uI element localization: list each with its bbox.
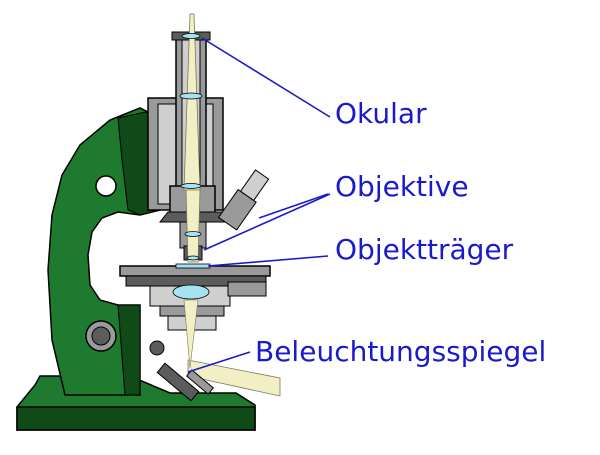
label-beleuchtungsspiegel: Beleuchtungsspiegel [255,335,547,368]
leader-beleuchtungsspiegel [187,351,251,373]
label-okular: Okular [335,97,427,130]
leader-okular [201,37,331,118]
leader-objekttraeger [207,255,329,267]
label-objektive: Objektive [335,170,469,203]
microscope-arm [47,107,165,396]
microscope-tube [147,31,270,261]
leader-objektive-1 [258,193,329,219]
optical-path [179,13,203,263]
leader-lines [187,37,331,373]
leader-objektive-2 [203,193,331,251]
microscope-stage [119,263,271,331]
mirror-assembly [156,299,281,402]
label-objekttraeger: Objektträger [335,233,514,266]
